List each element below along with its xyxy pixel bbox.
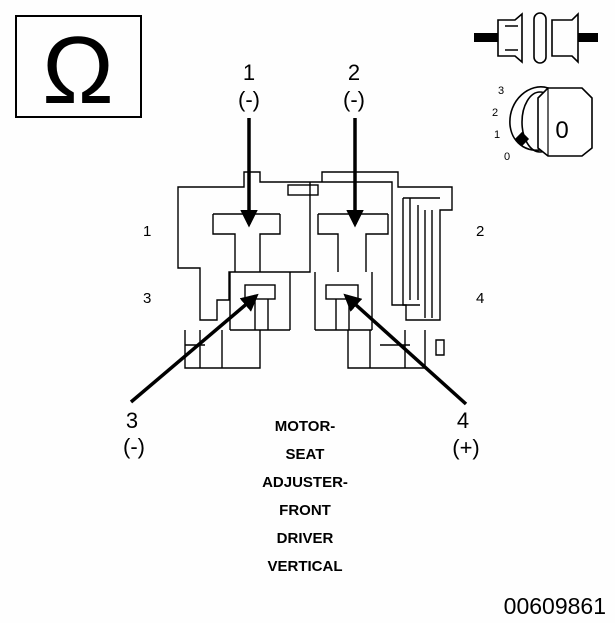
probe-4-number: 4 bbox=[457, 408, 469, 433]
caption-line-3: ADJUSTER- bbox=[262, 474, 348, 491]
probe-arrow-3 bbox=[129, 293, 259, 404]
ignition-position-0: 0 bbox=[504, 151, 510, 163]
cavity-label-3: 3 bbox=[143, 290, 151, 307]
caption-line-5: DRIVER bbox=[277, 530, 334, 547]
caption-line-1: MOTOR- bbox=[275, 418, 336, 435]
probe-2-number: 2 bbox=[348, 60, 360, 85]
connector-disconnect-icon bbox=[474, 12, 598, 64]
caption-line-6: VERTICAL bbox=[268, 558, 343, 575]
key-position-label: 0 bbox=[555, 117, 568, 144]
component-caption: MOTOR- SEAT ADJUSTER- FRONT DRIVER VERTI… bbox=[262, 418, 348, 575]
ohm-icon: Ω bbox=[42, 17, 114, 124]
caption-line-4: FRONT bbox=[279, 502, 331, 519]
cavity-label-4: 4 bbox=[476, 290, 484, 307]
cavity-label-1: 1 bbox=[143, 223, 151, 240]
cavity-label-2: 2 bbox=[476, 223, 484, 240]
probe-3-polarity: (-) bbox=[123, 434, 145, 459]
ignition-key-icon: 0 3 2 1 0 bbox=[492, 85, 593, 163]
probe-4-polarity: (+) bbox=[452, 435, 480, 460]
caption-line-2: SEAT bbox=[286, 446, 325, 463]
ignition-position-1: 1 bbox=[494, 129, 500, 141]
probe-2-polarity: (-) bbox=[343, 87, 365, 112]
probe-1-number: 1 bbox=[243, 60, 255, 85]
probe-1-polarity: (-) bbox=[238, 87, 260, 112]
probe-arrow-4 bbox=[343, 293, 468, 406]
connector-body bbox=[177, 171, 453, 369]
probe-3-number: 3 bbox=[126, 408, 138, 433]
ohmmeter-symbol: Ω bbox=[15, 15, 142, 124]
ignition-position-3: 3 bbox=[498, 85, 504, 97]
figure-id: 00609861 bbox=[504, 593, 606, 619]
ignition-position-2: 2 bbox=[492, 107, 498, 119]
